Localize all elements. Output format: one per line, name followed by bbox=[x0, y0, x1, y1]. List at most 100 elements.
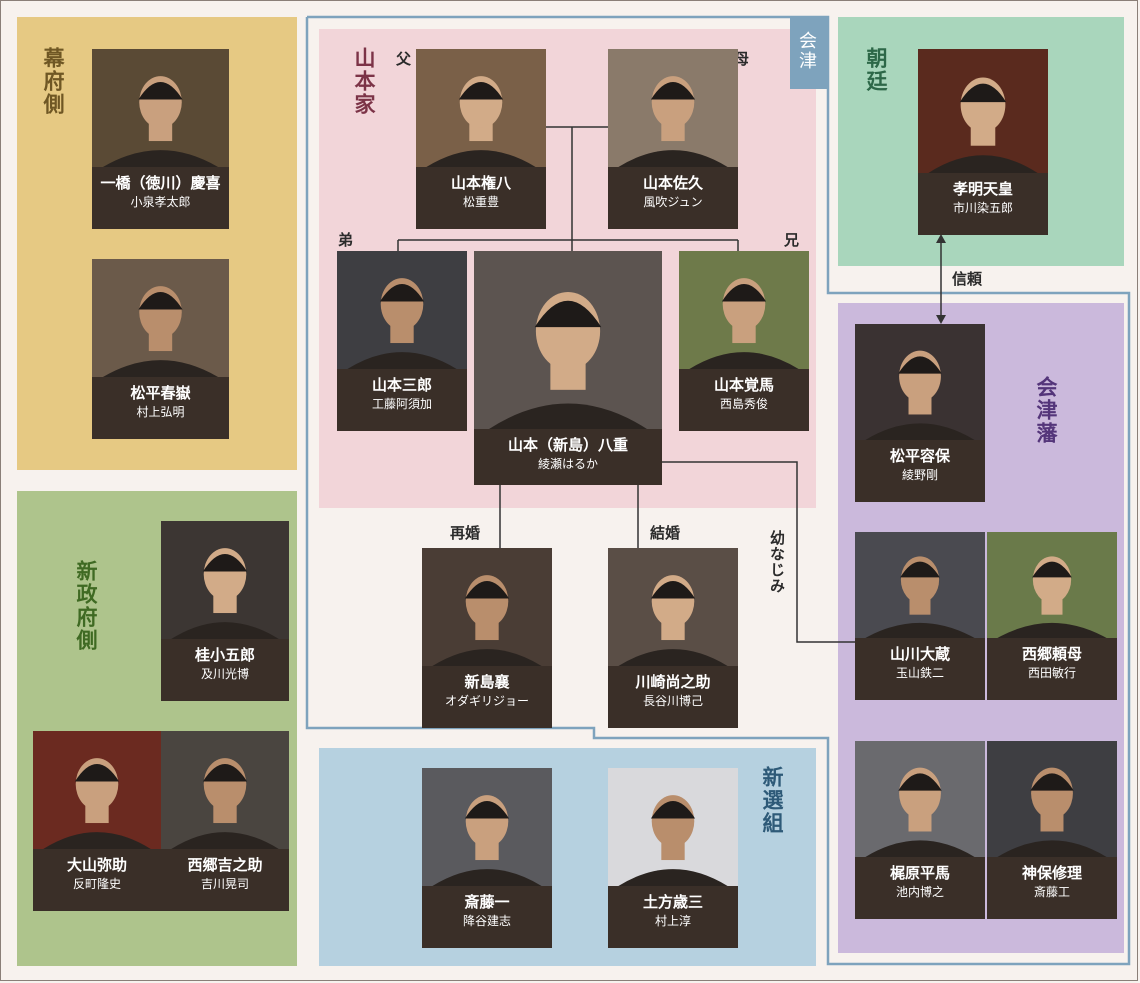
portrait-photo bbox=[161, 521, 289, 639]
character-caption: 梶原平馬池内博之 bbox=[855, 857, 985, 919]
character-card-saku: 山本佐久風吹ジュン bbox=[608, 49, 738, 229]
portrait-photo bbox=[337, 251, 467, 369]
character-actor: 反町隆史 bbox=[72, 877, 121, 891]
character-card-katamori: 松平容保綾野剛 bbox=[855, 324, 985, 502]
portrait-photo bbox=[855, 324, 985, 440]
portrait-photo bbox=[161, 731, 289, 849]
group-title-bakufu: 幕府側 bbox=[41, 47, 66, 116]
character-card-shonosuke: 川崎尚之助長谷川博己 bbox=[608, 548, 738, 728]
character-role: 神保修理 bbox=[1021, 864, 1082, 882]
group-title-shinseifu: 新政府側 bbox=[74, 560, 99, 652]
character-actor: オダギリジョー bbox=[444, 694, 529, 708]
portrait-photo bbox=[416, 49, 546, 167]
character-actor: 西島秀俊 bbox=[719, 397, 768, 411]
portrait-photo bbox=[608, 768, 738, 886]
character-caption: 山本覚馬西島秀俊 bbox=[679, 369, 809, 431]
character-role: 梶原平馬 bbox=[889, 864, 950, 882]
character-actor: 松重豊 bbox=[462, 195, 499, 209]
character-caption: 山本三郎工藤阿須加 bbox=[337, 369, 467, 431]
portrait-photo bbox=[92, 49, 229, 167]
group-title-shinsengumi: 新選組 bbox=[760, 766, 785, 835]
character-card-tanomo: 西郷頼母西田敏行 bbox=[987, 532, 1117, 700]
portrait-photo bbox=[474, 251, 662, 429]
character-actor: 吉川晃司 bbox=[200, 877, 249, 891]
character-actor: 村上淳 bbox=[654, 914, 691, 928]
character-caption: 山本佐久風吹ジュン bbox=[608, 167, 738, 229]
portrait-photo bbox=[987, 741, 1117, 857]
character-caption: 松平春嶽村上弘明 bbox=[92, 377, 229, 439]
character-card-shungaku: 松平春嶽村上弘明 bbox=[92, 259, 229, 439]
character-card-yasuke: 大山弥助反町隆史 bbox=[33, 731, 161, 911]
region-shinsengumi bbox=[319, 748, 816, 966]
portrait-photo bbox=[918, 49, 1048, 173]
portrait-photo bbox=[855, 741, 985, 857]
character-role: 斎藤一 bbox=[464, 893, 510, 911]
character-role: 西郷吉之助 bbox=[187, 856, 263, 874]
character-caption: 松平容保綾野剛 bbox=[855, 440, 985, 502]
portrait-photo bbox=[608, 548, 738, 666]
character-actor: 降谷建志 bbox=[462, 914, 511, 928]
label-older-brother: 兄 bbox=[784, 231, 800, 249]
character-card-okura: 山川大蔵玉山鉄二 bbox=[855, 532, 985, 700]
character-role: 西郷頼母 bbox=[1021, 645, 1082, 663]
portrait-photo bbox=[987, 532, 1117, 638]
character-caption: 山本（新島）八重綾瀬はるか bbox=[474, 429, 662, 485]
character-card-yae: 山本（新島）八重綾瀬はるか bbox=[474, 251, 662, 485]
character-actor: 風吹ジュン bbox=[643, 195, 703, 209]
aizu-tag bbox=[790, 17, 828, 89]
character-card-shuri: 神保修理斎藤工 bbox=[987, 741, 1117, 919]
character-card-komei: 孝明天皇市川染五郎 bbox=[918, 49, 1048, 235]
label-childhood-friend: 幼なじみ bbox=[768, 530, 786, 594]
character-card-hajime: 斎藤一降谷建志 bbox=[422, 768, 552, 948]
character-caption: 神保修理斎藤工 bbox=[987, 857, 1117, 919]
character-card-gonpachi: 山本権八松重豊 bbox=[416, 49, 546, 229]
character-actor: 西田敏行 bbox=[1027, 666, 1076, 680]
character-card-saburo: 山本三郎工藤阿須加 bbox=[337, 251, 467, 431]
character-role: 山本権八 bbox=[450, 174, 511, 192]
character-role: 山川大蔵 bbox=[889, 645, 950, 663]
character-card-kichinosuke: 西郷吉之助吉川晃司 bbox=[161, 731, 289, 911]
character-role: 山本三郎 bbox=[371, 376, 432, 394]
character-actor: 市川染五郎 bbox=[952, 201, 1013, 215]
character-card-toshizo: 土方歳三村上淳 bbox=[608, 768, 738, 948]
character-card-yoshinobu: 一橋（徳川）慶喜小泉孝太郎 bbox=[92, 49, 229, 229]
character-role: 土方歳三 bbox=[642, 893, 703, 911]
character-role: 山本（新島）八重 bbox=[507, 436, 628, 454]
character-actor: 村上弘明 bbox=[136, 405, 185, 419]
label-younger-brother: 弟 bbox=[338, 231, 354, 249]
character-role: 大山弥助 bbox=[66, 856, 127, 874]
portrait-photo bbox=[92, 259, 229, 377]
character-actor: 工藤阿須加 bbox=[371, 397, 432, 411]
character-role: 山本佐久 bbox=[642, 174, 703, 192]
character-caption: 西郷頼母西田敏行 bbox=[987, 638, 1117, 700]
character-role: 孝明天皇 bbox=[952, 180, 1013, 198]
aizu-tag-label: 会津 bbox=[796, 31, 817, 71]
character-caption: 一橋（徳川）慶喜小泉孝太郎 bbox=[92, 167, 229, 229]
portrait-photo bbox=[855, 532, 985, 638]
character-actor: 長谷川博己 bbox=[642, 694, 703, 708]
character-caption: 山川大蔵玉山鉄二 bbox=[855, 638, 985, 700]
group-title-chotei: 朝廷 bbox=[864, 47, 889, 93]
label-marriage: 結婚 bbox=[650, 524, 681, 542]
character-role: 山本覚馬 bbox=[713, 376, 774, 394]
character-caption: 桂小五郎及川光博 bbox=[161, 639, 289, 701]
character-actor: 綾野剛 bbox=[901, 468, 938, 482]
portrait-photo bbox=[608, 49, 738, 167]
character-caption: 川崎尚之助長谷川博己 bbox=[608, 666, 738, 728]
character-actor: 綾瀬はるか bbox=[537, 457, 598, 471]
character-actor: 小泉孝太郎 bbox=[130, 195, 191, 209]
character-card-jo: 新島襄オダギリジョー bbox=[422, 548, 552, 728]
character-role: 一橋（徳川）慶喜 bbox=[100, 174, 221, 192]
character-card-kakuma: 山本覚馬西島秀俊 bbox=[679, 251, 809, 431]
character-caption: 土方歳三村上淳 bbox=[608, 886, 738, 948]
group-title-yamamoto: 山本家 bbox=[352, 47, 377, 116]
character-role: 川崎尚之助 bbox=[635, 673, 711, 691]
label-remarriage: 再婚 bbox=[450, 524, 481, 542]
portrait-photo bbox=[33, 731, 161, 849]
character-card-kogoro: 桂小五郎及川光博 bbox=[161, 521, 289, 701]
portrait-photo bbox=[679, 251, 809, 369]
character-role: 新島襄 bbox=[464, 673, 510, 691]
character-caption: 孝明天皇市川染五郎 bbox=[918, 173, 1048, 235]
group-title-aizuhan: 会津藩 bbox=[1034, 376, 1059, 445]
